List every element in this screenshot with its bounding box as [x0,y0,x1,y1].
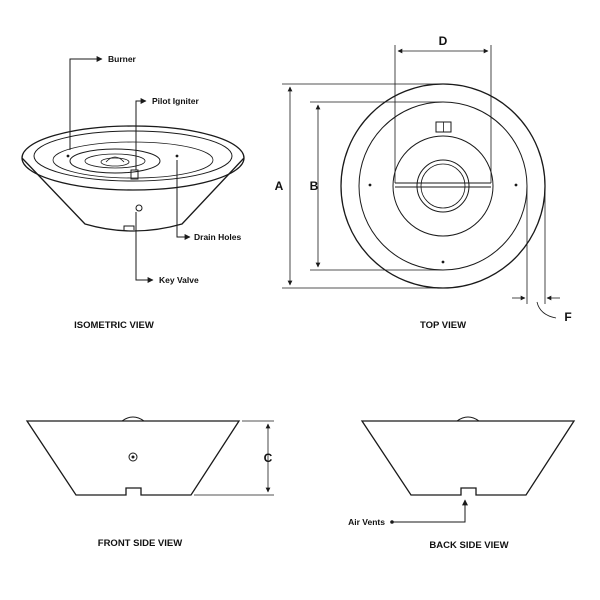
drain-hole [175,154,179,158]
dim-b-label: B [310,179,319,193]
bowl-rim-outer [21,125,245,191]
bowl-body [21,157,245,232]
back-burner-top [456,416,480,422]
dim-d-label: D [439,34,448,48]
drain-holes-leader-line [176,160,191,240]
air-vent-notch [123,225,135,230]
top-drain-hole [514,183,518,187]
top-burner-ring [392,135,494,237]
pilot-igniter-label: Pilot Igniter [152,96,199,106]
top-burner-core [420,163,466,209]
front-side-view: C FRONT SIDE VIEW [25,416,274,549]
back-side-view-caption: BACK SIDE VIEW [429,540,508,551]
top-view-caption: TOP VIEW [420,320,466,331]
dim-a-label: A [275,179,284,193]
top-drain-hole [368,183,372,187]
back-side-view: Air Vents BACK SIDE VIEW [348,416,576,551]
top-drain-hole [441,260,445,264]
back-bowl-outline [360,420,576,496]
top-outer-circle [340,83,546,289]
top-view: D A B F TOP VIEW [275,34,572,331]
air-vents-label: Air Vents [348,517,385,527]
air-vents-leader-dot [390,520,394,524]
isometric-view: Burner Pilot Igniter Drain Holes Key Val… [21,54,245,331]
drain-holes-label: Drain Holes [194,232,242,242]
dim-f-leader-line [536,301,557,319]
top-burner-center [416,159,470,213]
isometric-view-caption: ISOMETRIC VIEW [74,320,154,331]
burner-leader-line [69,56,103,150]
burner-ring-outer [69,148,161,174]
bowl-rim-inner [33,130,233,182]
top-inner-circle [358,101,528,271]
pilot-igniter-leader-line [135,98,147,170]
front-key-valve-icon [128,452,138,462]
burner-center [100,157,130,167]
front-side-view-caption: FRONT SIDE VIEW [98,538,182,549]
front-burner-top [121,416,145,422]
burner-label: Burner [108,54,137,64]
drain-hole [66,154,70,158]
dim-f-label: F [564,310,571,324]
key-valve-label: Key Valve [159,275,199,285]
front-bowl-outline [25,420,241,496]
burner-flame-icon [105,156,125,163]
bowl-basin [52,141,214,179]
dim-c-label: C [264,451,273,465]
front-key-valve-center [131,455,135,459]
key-valve-leader-line [135,212,154,283]
pilot-igniter-block [130,169,139,180]
key-valve-icon [135,204,143,212]
burner-ring-inner [84,153,146,169]
air-vents-leader-line [392,499,468,523]
